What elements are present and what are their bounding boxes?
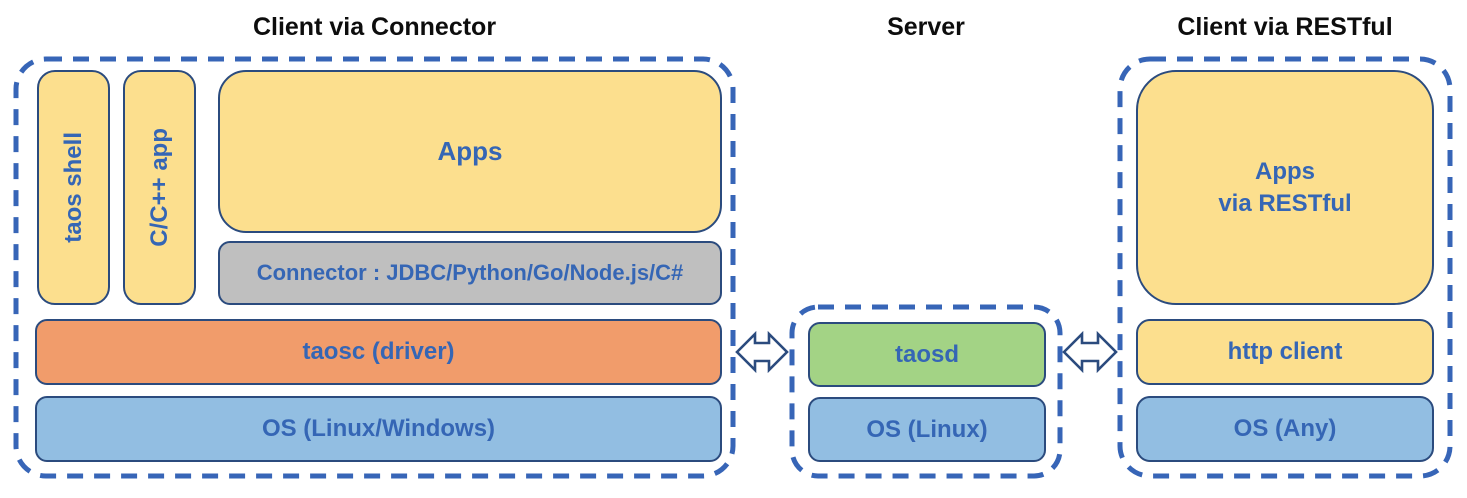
os-any-box: OS (Any) xyxy=(1136,396,1434,462)
client-connector-group-border xyxy=(13,56,736,479)
bidirectional-arrow-icon xyxy=(1062,330,1118,374)
connector-label: Connector : JDBC/Python/Go/Node.js/C# xyxy=(256,259,684,285)
taosd-box: taosd xyxy=(808,322,1046,387)
http-client-label: http client xyxy=(1227,338,1343,366)
os-linux-box: OS (Linux) xyxy=(808,397,1046,462)
cpp-app-label: C/C++ app xyxy=(145,128,173,247)
taosd-label: taosd xyxy=(894,340,959,368)
section-title-client-restful: Client via RESTful xyxy=(1177,13,1393,41)
os-linux-windows-box: OS (Linux/Windows) xyxy=(35,396,722,462)
cpp-app-box: C/C++ app xyxy=(123,70,196,305)
http-client-box: http client xyxy=(1136,319,1434,385)
os-any-label: OS (Any) xyxy=(1233,415,1337,443)
os-linux-label: OS (Linux) xyxy=(866,415,988,443)
bidirectional-arrow-icon xyxy=(735,330,789,374)
taos-shell-box: taos shell xyxy=(37,70,110,305)
apps-via-restful-box: Apps via RESTful xyxy=(1136,70,1434,305)
apps-label: Apps xyxy=(437,135,503,166)
apps-via-restful-line1: Apps xyxy=(1254,158,1315,186)
taosc-driver-label: taosc (driver) xyxy=(302,338,455,366)
client-restful-group-border xyxy=(1117,56,1453,479)
apps-via-restful-line2: via RESTful xyxy=(1218,189,1352,217)
section-title-server: Server xyxy=(887,13,965,41)
os-linux-windows-label: OS (Linux/Windows) xyxy=(261,415,496,443)
taosc-driver-box: taosc (driver) xyxy=(35,319,722,385)
server-group-border xyxy=(789,304,1063,479)
section-title-client-connector: Client via Connector xyxy=(252,13,497,41)
connector-box: Connector : JDBC/Python/Go/Node.js/C# xyxy=(218,241,722,305)
apps-via-restful-label: Apps via RESTful xyxy=(1218,156,1351,218)
taos-shell-label: taos shell xyxy=(59,132,87,243)
apps-box: Apps xyxy=(218,70,722,233)
